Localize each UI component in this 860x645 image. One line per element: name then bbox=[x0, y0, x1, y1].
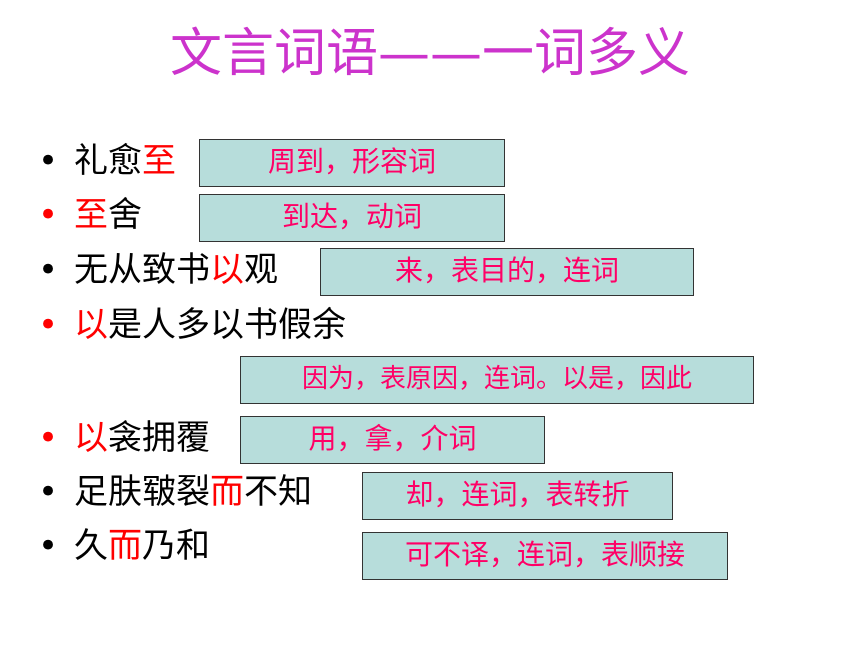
list-item: • 足肤皲裂而不知 bbox=[38, 472, 312, 512]
sentence-text: 乃和 bbox=[142, 526, 210, 566]
bullet-icon: • bbox=[38, 526, 59, 566]
highlighted-word: 而 bbox=[210, 472, 244, 512]
explanation-box: 因为，表原因，连词。以是，因此 bbox=[240, 356, 754, 404]
list-item: • 以衾拥覆 bbox=[38, 418, 210, 458]
highlighted-word: 至 bbox=[142, 141, 176, 181]
highlighted-word: 以 bbox=[210, 250, 244, 290]
explanation-box: 用，拿，介词 bbox=[240, 416, 545, 464]
explanation-box: 周到，形容词 bbox=[199, 139, 505, 187]
sentence-text: 无从致书 bbox=[74, 250, 210, 290]
bullet-icon: • bbox=[38, 141, 59, 181]
explanation-box: 来，表目的，连词 bbox=[320, 248, 694, 296]
highlighted-word: 而 bbox=[108, 526, 142, 566]
list-item: • 久而乃和 bbox=[38, 526, 210, 566]
highlighted-word: 以 bbox=[74, 305, 108, 345]
bullet-icon: • bbox=[38, 418, 59, 458]
list-item: • 无从致书以观 bbox=[38, 250, 278, 290]
sentence-text: 衾拥覆 bbox=[108, 418, 210, 458]
sentence-text: 不知 bbox=[244, 472, 312, 512]
highlighted-word: 至 bbox=[74, 195, 108, 235]
bullet-icon: • bbox=[38, 472, 59, 512]
highlighted-word: 以 bbox=[74, 418, 108, 458]
list-item: • 礼愈至 bbox=[38, 141, 176, 181]
bullet-icon: • bbox=[38, 305, 59, 345]
sentence-text: 礼愈 bbox=[74, 141, 142, 181]
sentence-text: 久 bbox=[74, 526, 108, 566]
sentence-text: 观 bbox=[244, 250, 278, 290]
bullet-icon: • bbox=[38, 250, 59, 290]
explanation-box: 可不译，连词，表顺接 bbox=[362, 532, 728, 580]
list-item: • 至舍 bbox=[38, 195, 142, 235]
sentence-text: 是人多以书假余 bbox=[108, 305, 346, 345]
explanation-box: 到达，动词 bbox=[199, 194, 505, 242]
slide-title: 文言词语——一词多义 bbox=[169, 24, 690, 84]
list-item: • 以是人多以书假余 bbox=[38, 305, 346, 345]
sentence-text: 舍 bbox=[108, 195, 142, 235]
sentence-text: 足肤皲裂 bbox=[74, 472, 210, 512]
bullet-icon: • bbox=[38, 195, 59, 235]
explanation-box: 却，连词，表转折 bbox=[362, 472, 673, 520]
